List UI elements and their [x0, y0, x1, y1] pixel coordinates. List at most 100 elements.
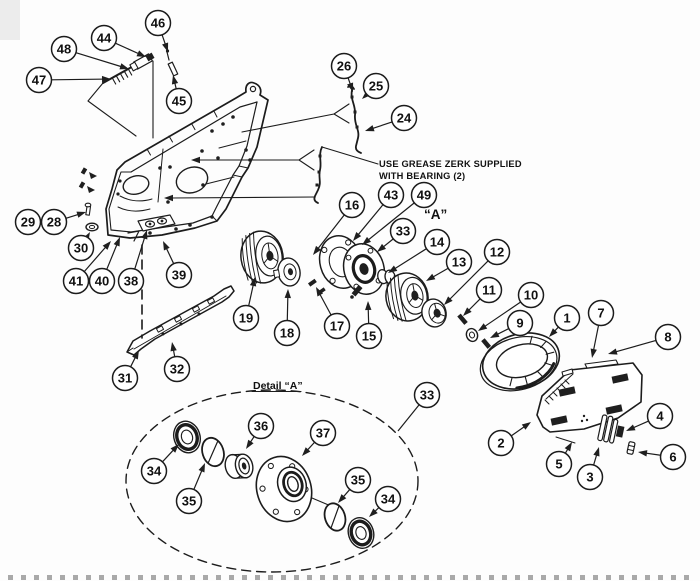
callout-19: 19: [232, 277, 260, 332]
svg-text:7: 7: [597, 306, 604, 321]
svg-text:19: 19: [239, 311, 253, 326]
hub-18: [273, 257, 301, 287]
callout-11: 11: [463, 276, 503, 316]
svg-text:35: 35: [182, 494, 196, 509]
callout-24: 24: [365, 104, 418, 132]
left-mount-hardware: [78, 167, 99, 232]
drive-belt-1: [479, 332, 561, 392]
callout-4: 4: [626, 402, 674, 431]
svg-text:9: 9: [516, 316, 523, 331]
callout-29: 29: [14, 208, 42, 236]
grease-note-line2: WITH BEARING (2): [379, 171, 465, 181]
callout-12: 12: [444, 238, 511, 305]
callout-32: 32: [163, 342, 191, 383]
svg-text:39: 39: [172, 268, 186, 283]
svg-text:16: 16: [345, 198, 359, 213]
cropped-text-row: [8, 575, 692, 580]
grease-tube-2: [313, 146, 323, 204]
svg-text:33: 33: [420, 388, 434, 403]
svg-text:46: 46: [151, 16, 165, 31]
callout-18: 18: [273, 289, 301, 347]
tension-rod-assembly: [87, 49, 179, 139]
shield-plate-2: [536, 359, 643, 444]
svg-text:24: 24: [397, 111, 412, 126]
detail-spacer-36: [224, 453, 254, 480]
svg-text:43: 43: [384, 188, 398, 203]
mount-hardware-3-4-6: [597, 414, 636, 455]
callout-35: 35: [338, 466, 372, 503]
pin-11: [457, 313, 468, 325]
callout-13: 13: [426, 248, 473, 281]
callout-14: 14: [388, 228, 451, 273]
svg-text:1: 1: [563, 311, 570, 326]
grease-zerk-15: [350, 284, 363, 299]
svg-text:30: 30: [74, 241, 88, 256]
callout-9: 9: [490, 309, 534, 338]
detail-hub-37: [255, 455, 339, 523]
callout-3: 3: [576, 447, 604, 491]
svg-text:11: 11: [482, 283, 496, 298]
svg-text:32: 32: [170, 362, 184, 377]
svg-text:10: 10: [524, 288, 538, 303]
callout-37: 37: [302, 419, 337, 456]
svg-text:37: 37: [316, 426, 330, 441]
callout-33: 33: [377, 217, 417, 252]
callout-48: 48: [50, 35, 129, 70]
svg-text:49: 49: [417, 188, 431, 203]
svg-text:35: 35: [351, 473, 365, 488]
callout-28: 28: [40, 208, 86, 236]
callout-16: 16: [313, 191, 366, 255]
svg-text:14: 14: [430, 235, 445, 250]
pulley-13: [385, 272, 429, 322]
svg-text:44: 44: [97, 31, 112, 46]
svg-text:8: 8: [664, 330, 671, 345]
callout-41: 41: [62, 241, 111, 295]
svg-text:45: 45: [172, 94, 186, 109]
callout-38: 38: [117, 230, 148, 295]
svg-text:38: 38: [124, 274, 138, 289]
svg-text:31: 31: [118, 371, 132, 386]
detail-bearing-34-right: [347, 517, 375, 549]
svg-text:33: 33: [396, 224, 410, 239]
scan-artifact: [0, 0, 20, 40]
svg-text:3: 3: [586, 470, 593, 485]
svg-text:25: 25: [369, 79, 383, 94]
callout-6: 6: [638, 443, 687, 471]
hub-assembly-33: [342, 243, 386, 295]
pulley-19: [240, 230, 284, 284]
detail-a-ellipse: [125, 389, 419, 573]
callout-7: 7: [587, 299, 615, 358]
callout-1: 1: [549, 304, 581, 337]
callout-40: 40: [88, 237, 120, 295]
callout-35: 35: [175, 463, 205, 515]
svg-text:34: 34: [147, 464, 162, 479]
callout-26: 26: [330, 52, 358, 92]
svg-text:41: 41: [69, 274, 83, 289]
callout-44: 44: [90, 24, 146, 57]
svg-text:12: 12: [490, 245, 504, 260]
callout-46: 46: [144, 9, 172, 52]
callout-5: 5: [545, 442, 573, 478]
callout-36: 36: [246, 412, 275, 449]
washer-10: [465, 327, 479, 343]
svg-text:47: 47: [32, 73, 46, 88]
svg-text:28: 28: [47, 215, 61, 230]
detail-ring-35-right: [323, 502, 347, 532]
callout-43: 43: [353, 181, 405, 241]
main-housing: [78, 81, 269, 242]
detail-ring-35-left: [201, 436, 225, 468]
callout-2: 2: [487, 422, 531, 457]
svg-text:17: 17: [330, 319, 344, 334]
svg-text:18: 18: [280, 326, 294, 341]
svg-text:48: 48: [57, 42, 71, 57]
callout-34: 34: [140, 444, 179, 485]
svg-text:5: 5: [555, 457, 562, 472]
section-a-label: “A”: [424, 207, 447, 222]
callout-8: 8: [608, 323, 682, 355]
callout-30: 30: [67, 232, 95, 262]
housing-bottom-bracket: [127, 214, 176, 242]
svg-text:36: 36: [254, 419, 268, 434]
